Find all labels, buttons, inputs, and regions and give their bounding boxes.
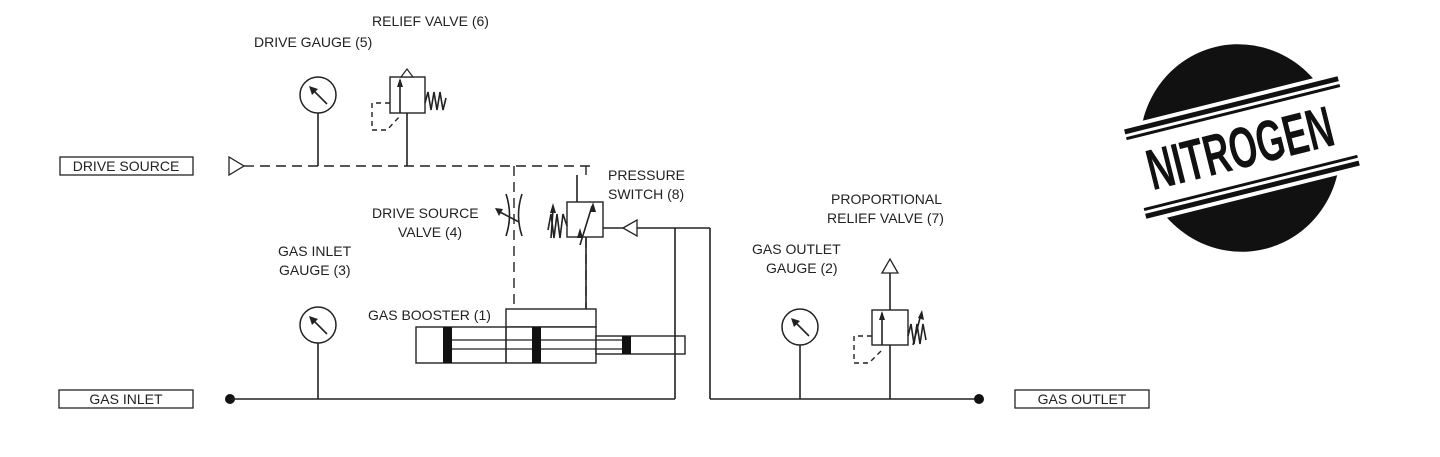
gas-inlet-gauge-3 (299, 306, 337, 399)
pressure-switch-8-label-line2: SWITCH (8) (608, 186, 684, 202)
gas-inlet-port-label: GAS INLET (89, 391, 163, 407)
gauge-needle-icon (791, 318, 800, 327)
drive-source-port-triangle-icon (228, 155, 246, 177)
nitrogen-logo: NITROGEN (1123, 44, 1361, 252)
gauge-needle-icon (309, 316, 318, 325)
gas-outlet-port: GAS OUTLET (1014, 389, 1150, 409)
relief-valve-6 (371, 68, 447, 166)
signal-triangle-icon (621, 218, 638, 238)
drive-source-port-label: DRIVE SOURCE (73, 158, 180, 174)
proportional-relief-valve-7 (853, 257, 927, 399)
gas-inlet-port: GAS INLET (58, 389, 194, 409)
outlet-node-icon (974, 394, 984, 404)
gas-booster-1-label: GAS BOOSTER (1) (368, 307, 491, 323)
pressure-switch-8-label-line1: PRESSURE (608, 167, 685, 183)
gas-outlet-port-label: GAS OUTLET (1038, 391, 1127, 407)
drive-source-port: DRIVE SOURCE (59, 156, 194, 176)
proportional-relief-valve-7-label-line2: RELIEF VALVE (7) (827, 210, 944, 226)
exhaust-triangle-icon (880, 257, 900, 274)
gas-booster-1 (415, 308, 686, 364)
drive-source-valve-4-label-line1: DRIVE SOURCE (372, 205, 479, 221)
drive-gauge-5-label: DRIVE GAUGE (5) (254, 34, 372, 50)
gas-inlet-gauge-3-label-line1: GAS INLET (278, 243, 352, 259)
gas-outlet-gauge-2-label-line1: GAS OUTLET (752, 241, 841, 257)
relief-valve-6-label: RELIEF VALVE (6) (372, 13, 489, 29)
drive-source-valve-4-label-line2: VALVE (4) (398, 224, 462, 240)
gas-outlet-gauge-2-label-line2: GAUGE (2) (766, 260, 838, 276)
proportional-relief-valve-7-label-line1: PROPORTIONAL (831, 191, 942, 207)
drive-source-valve-4 (495, 193, 523, 237)
adjust-arrow-icon (495, 208, 503, 216)
gas-lines (225, 228, 984, 404)
gas-inlet-gauge-3-label-line2: GAUGE (3) (279, 262, 351, 278)
pressure-switch-8 (547, 175, 710, 310)
gas-outlet-gauge-2 (781, 308, 819, 399)
adjust-arrow-icon (918, 310, 924, 320)
adjust-arrow-icon (550, 203, 556, 213)
gauge-needle-icon (309, 86, 318, 95)
drive-gauge-5 (299, 76, 337, 166)
